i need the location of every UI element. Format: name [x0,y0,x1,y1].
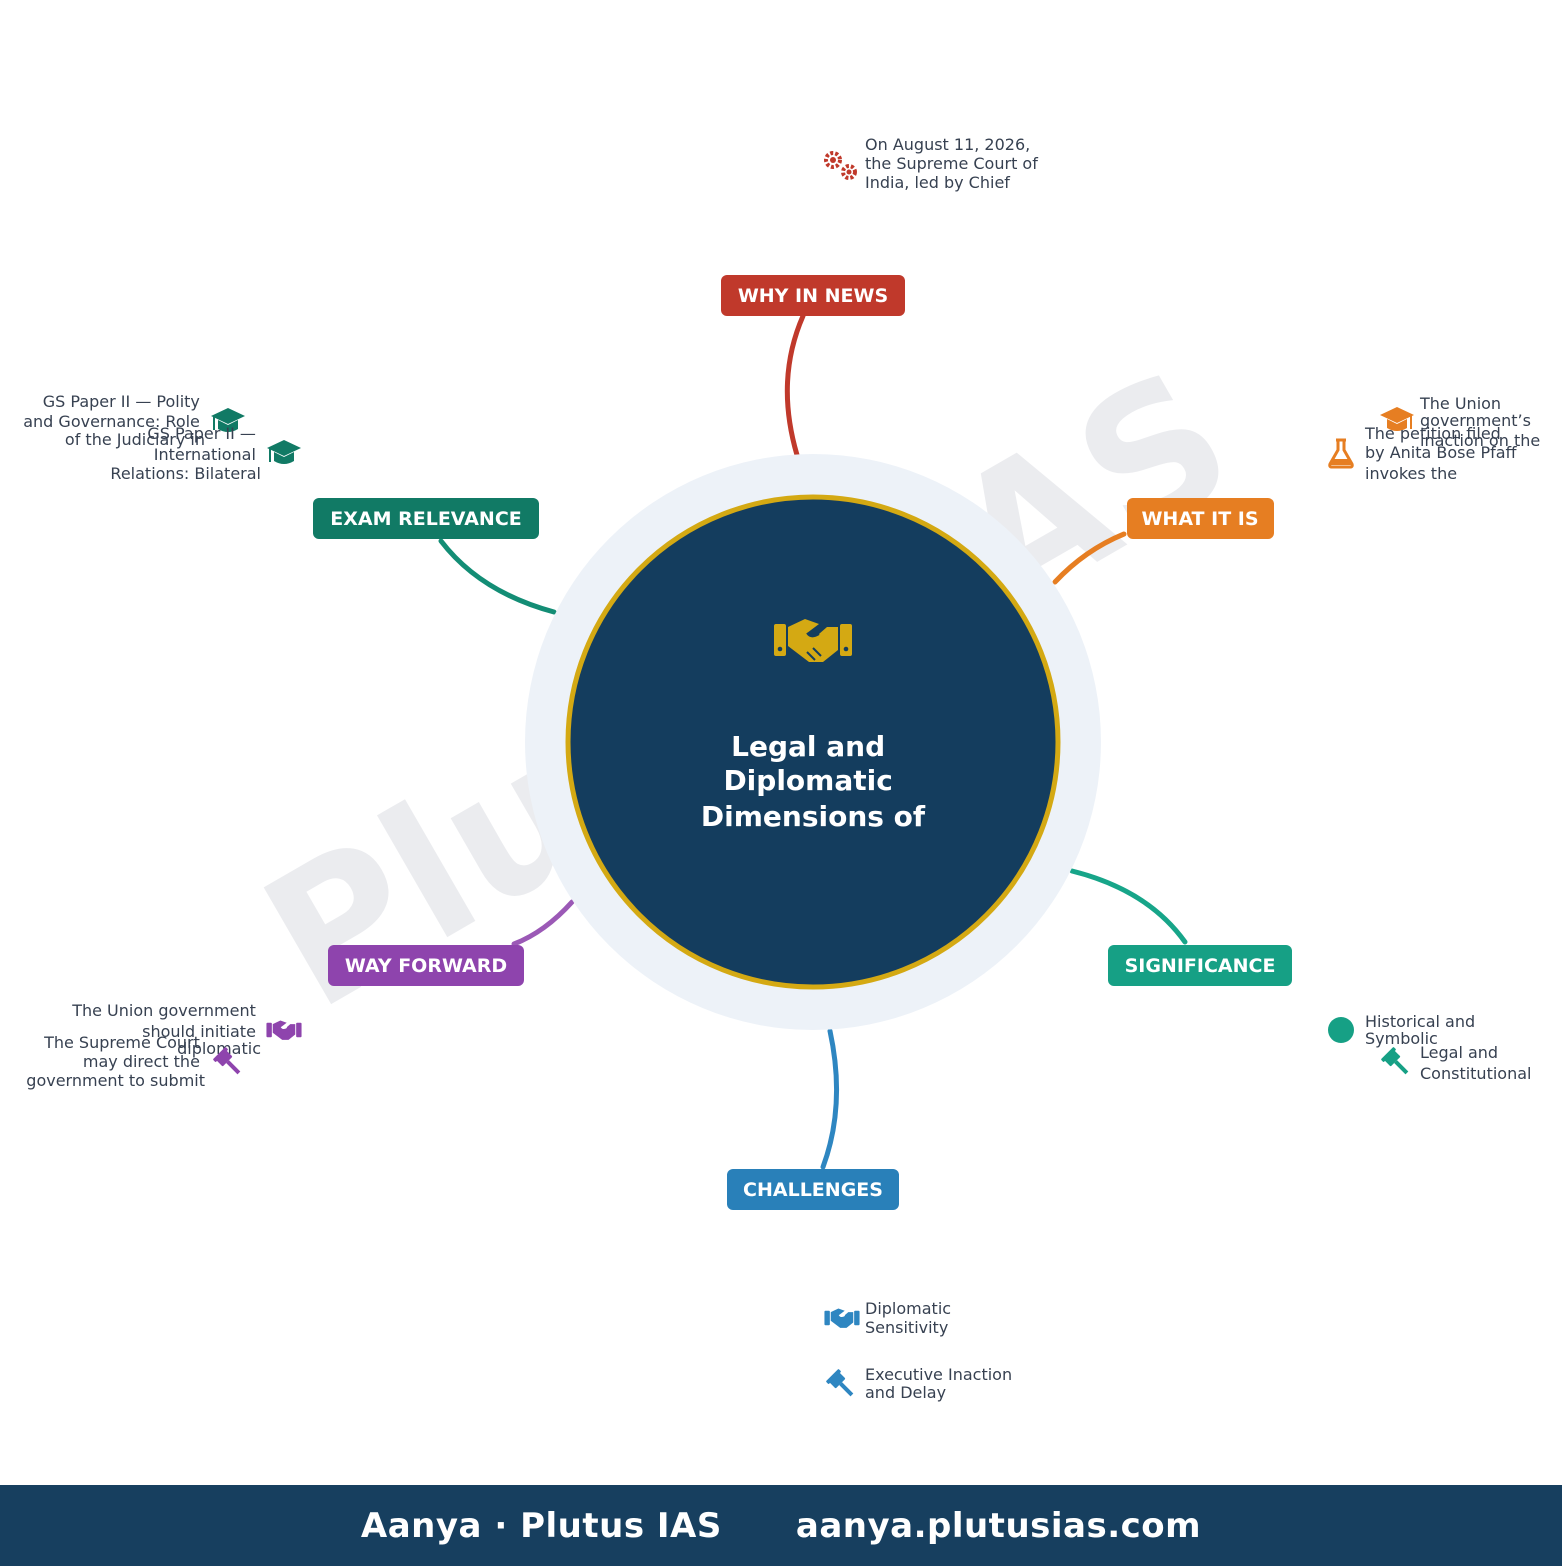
branch-label: EXAM RELEVANCE [330,508,522,530]
circle-icon [1328,1017,1354,1043]
branch-label: CHALLENGES [743,1179,883,1201]
leaf-line: inaction on the [1420,431,1540,450]
gavel-icon [213,1047,241,1075]
leaf-line: GS Paper II — [147,424,256,443]
leaf-line: The Union government [71,1001,256,1020]
leaf-line: invokes the [1365,464,1457,483]
connector-why-in-news [784,313,806,458]
center-node[interactable] [565,494,1061,990]
footer-brand: Aanya · Plutus IAS [360,1505,722,1546]
leaf-line: International [154,445,256,464]
leaf-what-it-is-2: The petition filed by Anita Bose Pfaff i… [1364,424,1522,483]
connector-what-it-is [1052,531,1127,585]
branch-significance[interactable]: SIGNIFICANCE [1108,945,1292,986]
leaf-line: Symbolic [1365,1029,1438,1048]
leaf-challenges-1: Diplomatic Sensitivity [865,1299,956,1337]
handshake-icon [824,1308,860,1328]
leaf-exam-relevance-2: GS Paper II — International Relations: B… [110,424,261,483]
connector-exam-relevance [438,538,557,615]
leaf-significance-1: Historical and Symbolic [1365,1012,1480,1048]
branch-what-it-is[interactable]: WHAT IT IS [1127,498,1274,539]
leaf-line: and Governance: Role [23,412,200,431]
leaf-why-in-news-1: On August 11, 2026, the Supreme Court of… [865,135,1043,192]
leaf-line: Diplomatic [865,1299,951,1318]
leaf-line: of the Judiciary in [65,430,205,449]
leaf-line: Executive Inaction [865,1365,1012,1384]
branch-label: WAY FORWARD [345,955,507,977]
leaf-line: Constitutional [1420,1064,1531,1083]
gavel-icon [826,1369,854,1397]
center-title: Legal and Diplomatic Dimensions of [701,730,926,833]
branch-label: WHY IN NEWS [738,285,888,307]
leaf-line: Legal and [1420,1043,1498,1062]
center-title-line: Dimensions of [701,800,926,833]
connector-challenges [820,1028,840,1170]
leaf-way-forward-2: The Supreme Court may direct the governm… [26,1033,205,1090]
footer-url-link[interactable]: aanya.plutusias.com [795,1505,1202,1546]
leaf-line: India, led by Chief [865,173,1010,192]
footer-spacer [722,1506,796,1546]
leaf-line: government’s [1420,411,1531,430]
center-title-line: Legal and [731,730,885,763]
leaf-challenges-2: Executive Inaction and Delay [865,1365,1017,1402]
mind-map: Plutus IAS Legal and Diplomatic Dimensio… [23,135,1540,1402]
leaf-line: the Supreme Court of [865,154,1038,173]
branch-label: WHAT IT IS [1141,508,1258,530]
leaf-line: by Anita Bose Pfaff [1365,443,1518,462]
branch-label: SIGNIFICANCE [1125,955,1276,977]
leaf-line: Sensitivity [865,1318,948,1337]
leaf-line: Historical and [1365,1012,1475,1031]
leaf-line: The Union [1419,394,1501,413]
leaf-exam-relevance-1: GS Paper II — Polity and Governance: Rol… [23,392,205,449]
leaf-line: and Delay [865,1383,946,1402]
leaf-line: The petition filed [1364,424,1501,443]
branch-exam-relevance[interactable]: EXAM RELEVANCE [313,498,539,539]
connector-significance [1069,868,1188,945]
graduation-cap-icon [211,408,245,432]
leaf-what-it-is-1: The Union government’s inaction on the [1419,394,1540,450]
leaf-line: GS Paper II — Polity [43,392,200,411]
leaf-line: The Supreme Court [43,1033,200,1052]
leaf-line: may direct the [83,1052,200,1071]
handshake-icon [774,619,852,662]
leaf-line: government to submit [26,1071,205,1090]
center-title-line: Diplomatic [723,764,892,797]
leaf-way-forward-1: The Union government should initiate dip… [71,1001,261,1058]
branch-way-forward[interactable]: WAY FORWARD [328,945,524,986]
leaf-line: Relations: Bilateral [110,464,261,483]
branch-challenges[interactable]: CHALLENGES [727,1169,899,1210]
gears-icon [824,151,857,180]
graduation-cap-icon [267,440,301,464]
footer-bar: Aanya · Plutus IAS aanya.plutusias.com [0,1485,1562,1566]
leaf-line: should initiate [142,1022,256,1041]
handshake-icon [266,1020,302,1040]
flask-icon [1328,438,1354,469]
graduation-cap-icon [1380,407,1414,431]
gavel-icon [1381,1047,1409,1075]
leaf-line: On August 11, 2026, [865,135,1030,154]
connector-way-forward [511,899,575,947]
leaf-significance-2: Legal and Constitutional [1420,1043,1531,1083]
branch-why-in-news[interactable]: WHY IN NEWS [721,275,905,316]
leaf-line: diplomatic [177,1039,261,1058]
